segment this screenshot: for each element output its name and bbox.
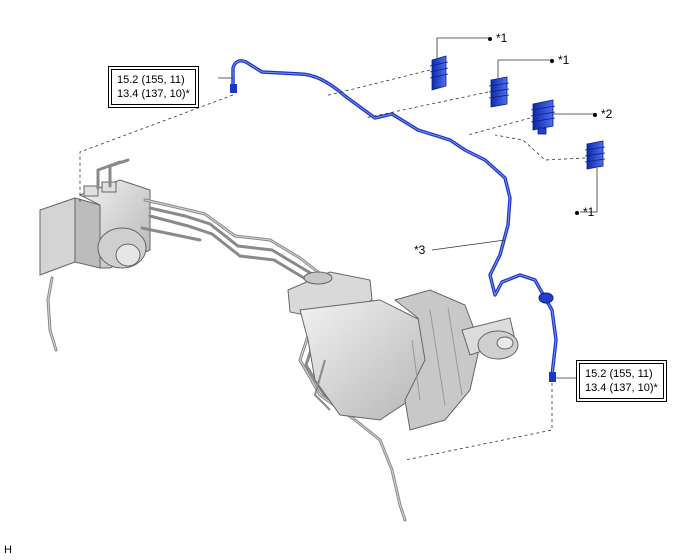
clip-icon xyxy=(530,99,556,135)
figure-letter: H xyxy=(4,544,12,556)
clip-icon xyxy=(584,140,606,170)
torque-line-2: 13.4 (137, 10)* xyxy=(117,88,190,100)
callout-text: *2 xyxy=(601,107,613,121)
brake-booster xyxy=(287,271,519,431)
callout-clip-1b: *1 xyxy=(550,53,569,67)
callout-text: *1 xyxy=(496,31,508,45)
blue-brake-line xyxy=(230,59,558,382)
solid-leaders xyxy=(218,37,598,379)
torque-line-1: 15.2 (155, 11) xyxy=(585,368,653,380)
clip-icon xyxy=(488,76,510,108)
torque-line-2: 13.4 (137, 10)* xyxy=(585,382,658,394)
dashed-leaders xyxy=(79,69,586,461)
torque-spec-lower-text: 15.2 (155, 11) 13.4 (137, 10)* xyxy=(579,363,664,399)
torque-spec-lower: 15.2 (155, 11) 13.4 (137, 10)* xyxy=(576,360,667,402)
callout-text: *1 xyxy=(558,53,570,67)
torque-spec-upper-text: 15.2 (155, 11) 13.4 (137, 10)* xyxy=(111,69,196,105)
callout-brake-line-3: *3 xyxy=(414,243,425,257)
torque-spec-upper: 15.2 (155, 11) 13.4 (137, 10)* xyxy=(108,66,199,108)
callout-text: *1 xyxy=(583,205,595,219)
clip-icon xyxy=(429,55,449,91)
abs-actuator xyxy=(39,179,151,276)
callout-clip-2: *2 xyxy=(593,107,612,121)
torque-line-1: 15.2 (155, 11) xyxy=(117,74,185,86)
callout-clip-1c: *1 xyxy=(575,205,594,219)
callout-text: *3 xyxy=(414,243,426,257)
callout-clip-1a: *1 xyxy=(488,31,507,45)
